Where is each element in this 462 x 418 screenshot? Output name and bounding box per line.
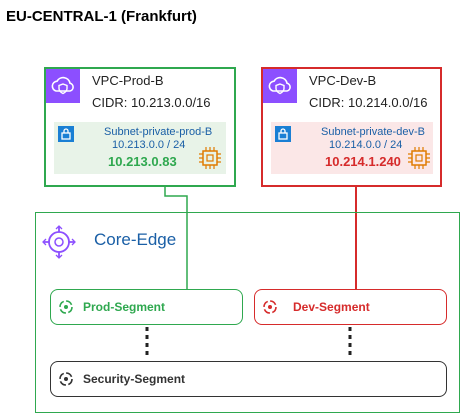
core-network-box[interactable]: Core-Edge — [35, 212, 460, 413]
dev-segment-label: Dev-Segment — [293, 300, 370, 314]
core-edge-title: Core-Edge — [94, 230, 177, 249]
subnet-dev-cidr: 10.214.0.0 / 24 — [329, 139, 403, 151]
vpc-dev-name: VPC-Dev-B — [309, 73, 377, 88]
segment-ring-icon — [59, 372, 73, 386]
subnet-prod-cidr: 10.213.0.0 / 24 — [112, 139, 186, 151]
vpc-prod-cidr: CIDR: 10.213.0.0/16 — [92, 95, 211, 110]
vpc-prod-box[interactable]: VPC-Prod-B CIDR: 10.213.0.0/16 Subnet-pr… — [44, 67, 236, 187]
dev-segment[interactable]: Dev-Segment — [254, 289, 447, 325]
lock-icon — [58, 126, 74, 142]
subnet-dev-name: Subnet-private-dev-B — [321, 126, 425, 138]
region-title: EU-CENTRAL-1 (Frankfurt) — [6, 8, 197, 25]
lock-icon — [275, 126, 291, 142]
chip-icon — [199, 147, 221, 169]
vpc-prod-name: VPC-Prod-B — [92, 73, 164, 88]
security-segment-label: Security-Segment — [83, 372, 186, 386]
prod-attachment-line — [164, 187, 188, 289]
subnet-prod-name: Subnet-private-prod-B — [104, 126, 213, 138]
vpc-dev-cidr: CIDR: 10.214.0.0/16 — [309, 95, 428, 110]
cloud-shield-icon — [263, 69, 297, 103]
network-hub-icon — [42, 225, 76, 259]
security-segment[interactable]: Security-Segment — [50, 361, 447, 397]
prod-segment[interactable]: Prod-Segment — [50, 289, 243, 325]
segment-ring-icon — [263, 300, 277, 314]
subnet-dev-box[interactable]: Subnet-private-dev-B 10.214.0.0 / 24 10.… — [271, 122, 433, 174]
segment-ring-icon — [59, 300, 73, 314]
instance-prod-ip: 10.213.0.83 — [108, 154, 177, 169]
cloud-shield-icon — [46, 69, 80, 103]
instance-dev-ip: 10.214.1.240 — [325, 154, 401, 169]
vpc-dev-box[interactable]: VPC-Dev-B CIDR: 10.214.0.0/16 Subnet-pri… — [261, 67, 442, 187]
chip-icon — [408, 147, 430, 169]
prod-segment-label: Prod-Segment — [83, 300, 166, 314]
subnet-prod-box[interactable]: Subnet-private-prod-B 10.213.0.0 / 24 10… — [54, 122, 226, 174]
